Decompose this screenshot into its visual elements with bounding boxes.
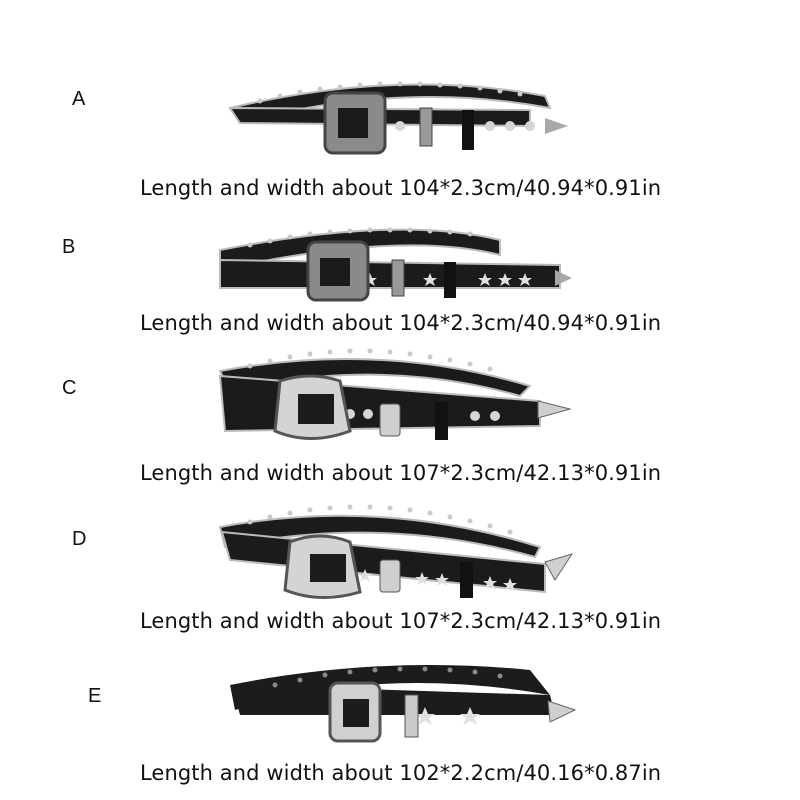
size-caption: Length and width about 107*2.3cm/42.13*0… [140,609,662,633]
star-stud-icon [358,569,517,591]
star-stud-icon [363,273,532,286]
size-caption: Length and width about 104*2.3cm/40.94*0… [140,311,662,335]
belt-image [218,348,572,440]
size-caption: Length and width about 107*2.3cm/42.13*0… [140,461,662,485]
variant-letter: C [62,377,77,399]
size-caption: Length and width about 104*2.3cm/40.94*0… [140,176,662,200]
variant-letter: E [88,685,102,707]
variant-letter: B [62,236,76,258]
variant-letter: D [72,528,87,550]
belt-image [228,81,568,155]
belt-image [218,504,574,600]
variant-letter: A [72,88,86,110]
size-caption: Length and width about 102*2.2cm/40.16*0… [140,761,662,785]
star-stud-icon [415,707,480,725]
belt-image [219,227,572,302]
belt-image [230,665,577,743]
